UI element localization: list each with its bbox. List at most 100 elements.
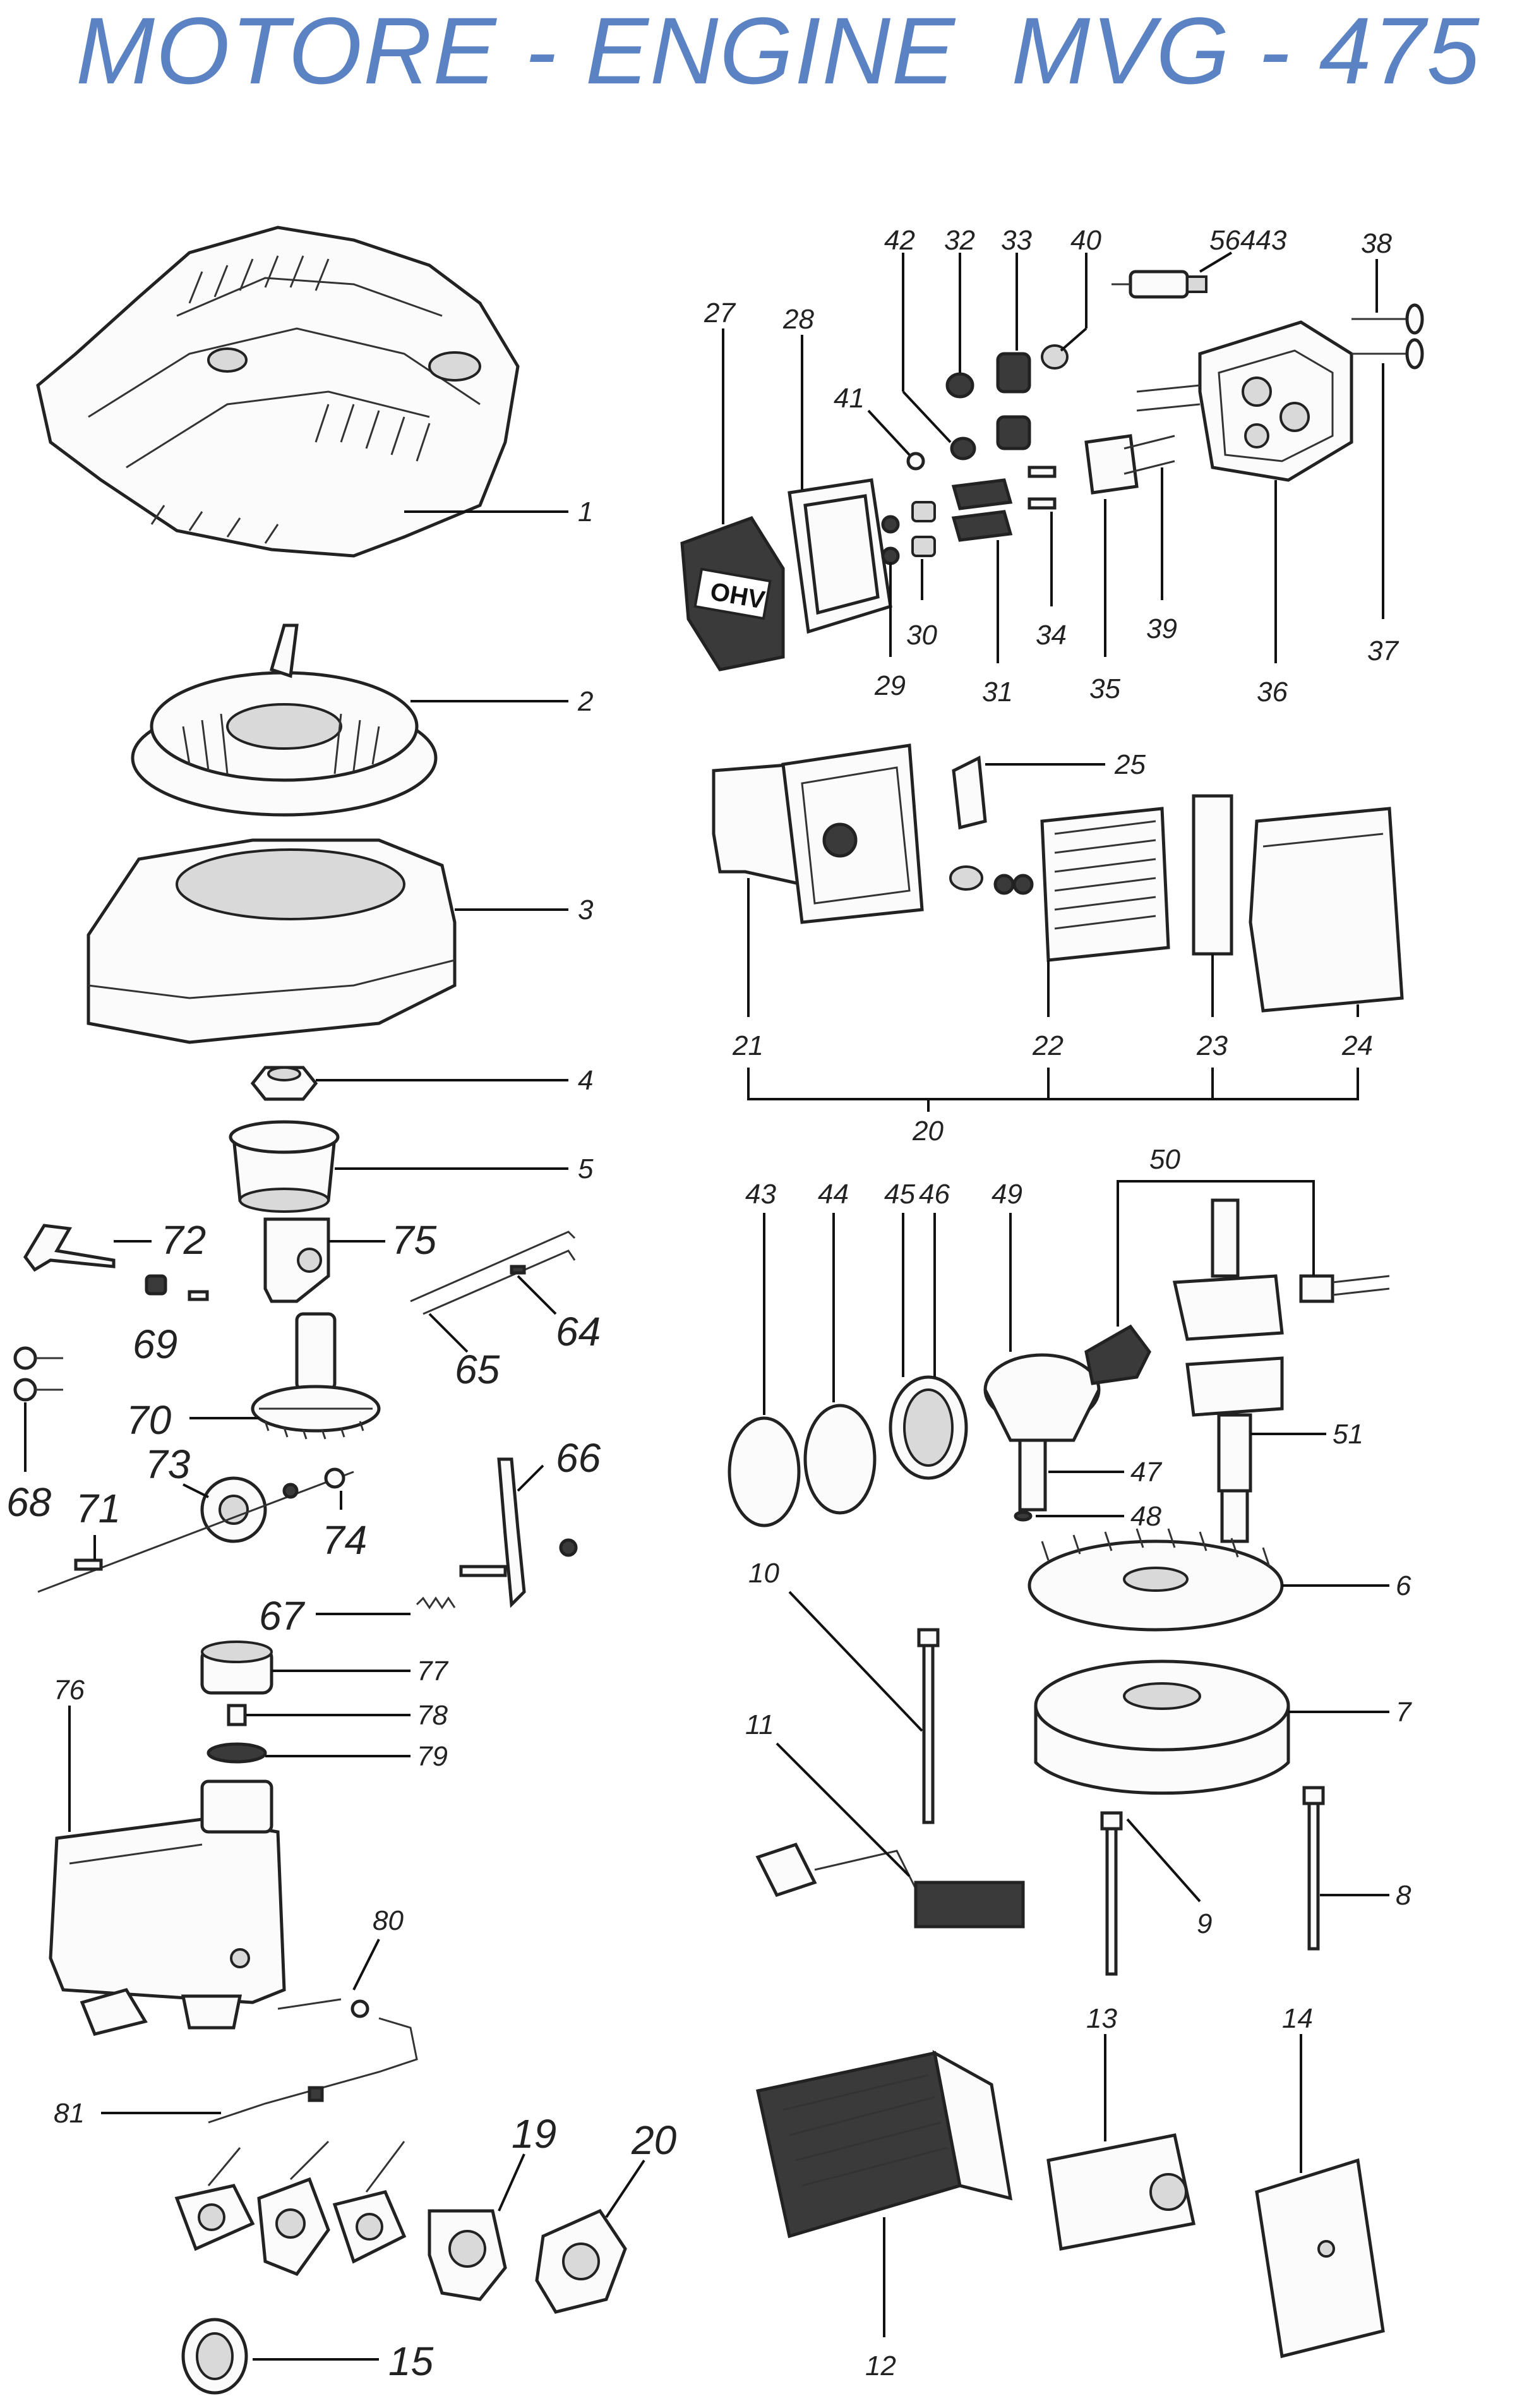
label-2: 2: [577, 686, 593, 717]
part-piston-rings: [728, 1375, 968, 1527]
part-heat-shield: [1255, 2158, 1385, 2359]
label-32: 32: [944, 225, 975, 256]
label-38: 38: [1361, 228, 1392, 259]
label-77: 77: [417, 1656, 448, 1687]
part-fuel-tank: [49, 1779, 286, 2036]
part-spark-plug: [1112, 270, 1207, 299]
label-74: 74: [322, 1517, 367, 1563]
label-46: 46: [919, 1179, 950, 1210]
part-fan: [1028, 1528, 1284, 1632]
label-40: 40: [1070, 225, 1101, 256]
label-36: 36: [1257, 677, 1288, 707]
part-valve-small-parts: [906, 344, 1069, 471]
label-41: 41: [834, 383, 865, 414]
part-filter-element: [1040, 807, 1170, 962]
label-70: 70: [126, 1397, 172, 1443]
label-72: 72: [161, 1217, 206, 1263]
part-muffler-guard: [756, 2050, 1013, 2239]
label-9: 9: [1197, 1908, 1212, 1939]
label-33: 33: [1001, 225, 1032, 256]
label-39: 39: [1146, 613, 1177, 644]
part-connecting-rod: [1084, 1274, 1390, 1385]
label-30: 30: [906, 620, 937, 651]
bracket-20: [747, 1068, 1359, 1112]
label-71: 71: [76, 1486, 121, 1531]
label-37: 37: [1367, 635, 1399, 666]
label-13: 13: [1086, 2003, 1117, 2034]
label-25: 25: [1114, 749, 1146, 780]
label-78: 78: [417, 1700, 448, 1731]
part-governor-lever: [23, 1224, 116, 1272]
part-spring: [416, 1596, 456, 1610]
label-64: 64: [556, 1309, 601, 1354]
part-throttle-rods: [410, 1231, 576, 1315]
label-23: 23: [1196, 1030, 1228, 1061]
label-4: 4: [578, 1065, 593, 1096]
label-50: 50: [1149, 1144, 1180, 1175]
label-79: 79: [417, 1741, 448, 1772]
part-governor-arm: [459, 1457, 578, 1608]
label-20-top: 20: [912, 1116, 944, 1147]
label-21: 21: [732, 1030, 764, 1061]
part-fuel-cap: [200, 1640, 273, 1764]
label-43: 43: [745, 1179, 776, 1210]
part-bolts: [13, 1346, 63, 1472]
label-42: 42: [884, 225, 915, 256]
part-cylinder-head: [1136, 320, 1353, 482]
label-1: 1: [578, 497, 593, 527]
label-3: 3: [578, 894, 594, 925]
label-15: 15: [388, 2339, 434, 2384]
part-valve-cover-gasket: [788, 478, 892, 634]
label-22: 22: [1032, 1030, 1064, 1061]
part-governor-gear: [37, 1467, 354, 1593]
label-49: 49: [992, 1179, 1022, 1210]
part-valves: [1351, 303, 1424, 370]
label-34: 34: [1036, 620, 1067, 651]
part-rocker-arms: [881, 466, 1057, 565]
label-66: 66: [556, 1435, 601, 1481]
label-6: 6: [1396, 1570, 1411, 1601]
part-muffler: [1046, 2133, 1195, 2251]
part-primer-bulb: [181, 2318, 248, 2395]
label-20-bottom: 20: [631, 2117, 677, 2163]
label-76: 76: [54, 1675, 85, 1706]
part-pre-filter: [1192, 794, 1233, 956]
label-69: 69: [133, 1321, 177, 1367]
label-65: 65: [455, 1347, 500, 1392]
part-valve-cover: OHV: [680, 515, 785, 671]
part-filter-bracket: [949, 756, 1034, 895]
part-guide-plate: [1084, 434, 1175, 495]
part-bushing: [145, 1274, 209, 1301]
label-5: 5: [578, 1153, 594, 1184]
label-51: 51: [1333, 1419, 1363, 1450]
label-81: 81: [54, 2098, 85, 2129]
part-starter-cup: [229, 1120, 340, 1213]
label-12: 12: [865, 2351, 896, 2381]
label-8: 8: [1396, 1880, 1411, 1911]
part-engine-cover: [36, 226, 520, 558]
part-filter-cover: [1249, 807, 1404, 1013]
label-10: 10: [748, 1558, 779, 1589]
part-crankshaft: [1172, 1198, 1284, 1543]
label-19: 19: [512, 2111, 556, 2157]
part-bolts-8-9: [1100, 1786, 1325, 1976]
part-bracket: [263, 1217, 330, 1303]
label-31: 31: [982, 677, 1013, 707]
label-73: 73: [145, 1442, 191, 1487]
part-ignition-coil: [755, 1842, 1025, 1929]
label-24: 24: [1341, 1030, 1373, 1061]
label-80: 80: [373, 1905, 404, 1936]
page-title: MOTORE - ENGINE MVG - 475: [76, 0, 1481, 104]
label-68: 68: [6, 1479, 52, 1525]
label-67: 67: [259, 1593, 306, 1639]
label-28: 28: [782, 304, 814, 335]
label-47: 47: [1130, 1457, 1162, 1488]
part-fuel-line: [208, 1998, 418, 2124]
part-fan-housing: [87, 838, 457, 1044]
label-48: 48: [1130, 1501, 1161, 1532]
label-56443: 56443: [1209, 225, 1287, 256]
label-35: 35: [1089, 673, 1120, 704]
part-camshaft: [251, 1312, 381, 1440]
label-29: 29: [874, 670, 906, 701]
